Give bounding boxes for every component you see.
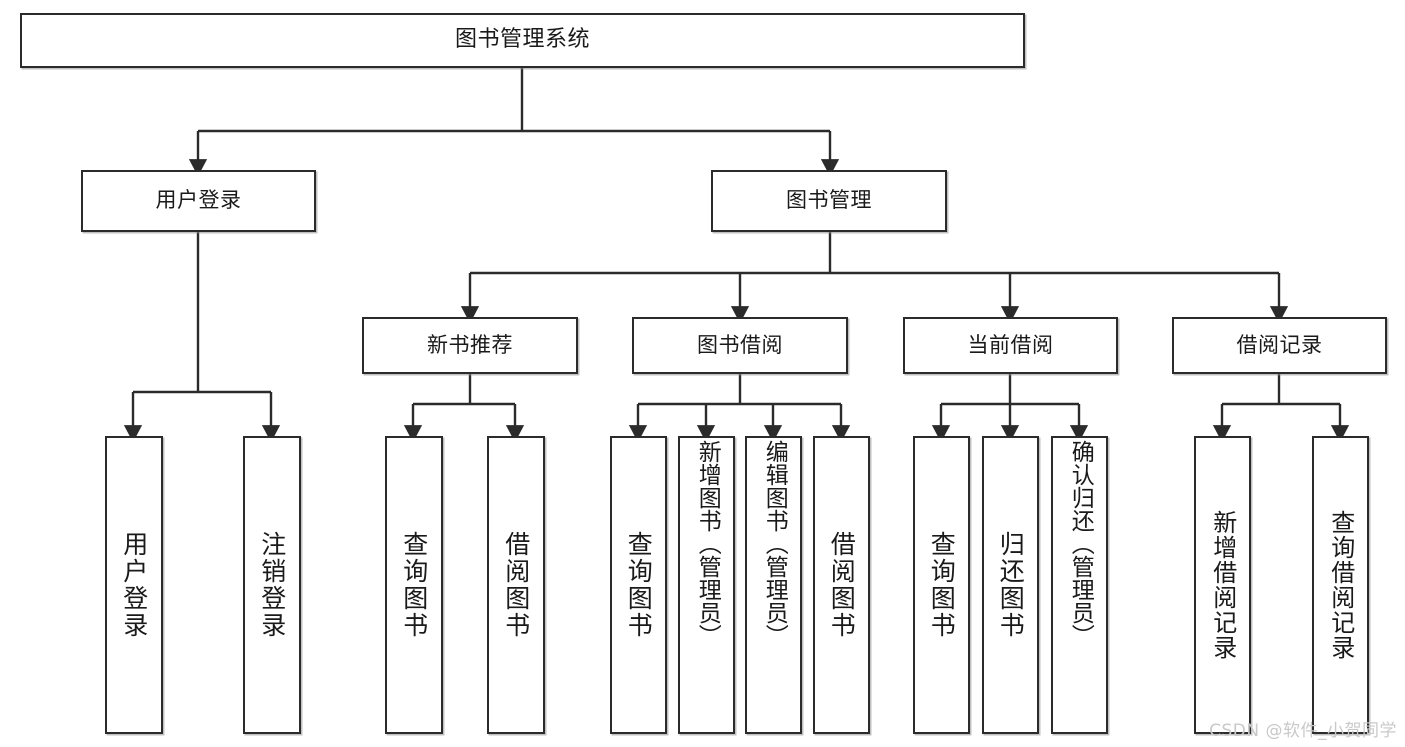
node-new-book-recommend[interactable]: 新书推荐: [362, 317, 578, 374]
leaf-add-book-admin[interactable]: 新增图书（管理员）: [678, 436, 735, 734]
node-label: 借阅图书: [827, 531, 857, 639]
node-label: 新书推荐: [427, 332, 513, 357]
leaf-query-book-current[interactable]: 查询图书: [913, 436, 970, 734]
node-label: 查询图书: [399, 531, 429, 639]
node-label: 新增图书（管理员）: [694, 440, 721, 647]
node-user-login[interactable]: 用户登录: [81, 170, 316, 232]
leaf-query-book-recommend[interactable]: 查询图书: [385, 436, 443, 734]
node-label: 图书管理: [786, 188, 872, 213]
node-label: 借阅图书: [501, 531, 531, 639]
node-label: 图书借阅: [697, 332, 783, 357]
leaf-query-borrow-record[interactable]: 查询借阅记录: [1312, 436, 1369, 734]
leaf-add-borrow-record[interactable]: 新增借阅记录: [1194, 436, 1251, 734]
leaf-borrow-book[interactable]: 借阅图书: [813, 436, 870, 734]
leaf-return-book[interactable]: 归还图书: [982, 436, 1039, 734]
leaf-logout-login[interactable]: 注销登录: [243, 436, 301, 734]
node-label: 查询借阅记录: [1326, 510, 1355, 660]
node-label: 当前借阅: [967, 332, 1054, 357]
node-label: 用户登录: [119, 531, 149, 639]
node-label: 新增借阅记录: [1208, 510, 1237, 660]
node-label: 归还图书: [996, 531, 1026, 639]
node-current-borrow[interactable]: 当前借阅: [903, 317, 1118, 374]
leaf-confirm-return-admin[interactable]: 确认归还（管理员）: [1051, 436, 1108, 734]
node-label: 确认归还（管理员）: [1067, 440, 1094, 647]
node-label: 查询图书: [624, 531, 654, 639]
node-label: 用户登录: [155, 188, 242, 213]
node-book-management[interactable]: 图书管理: [711, 170, 947, 232]
leaf-user-login[interactable]: 用户登录: [105, 436, 163, 734]
node-borrow-record[interactable]: 借阅记录: [1172, 317, 1387, 374]
node-label: 编辑图书（管理员）: [761, 440, 788, 647]
node-label: 查询图书: [927, 531, 957, 639]
node-label: 图书管理系统: [454, 27, 590, 53]
node-label: 注销登录: [257, 531, 287, 639]
leaf-query-book-borrow[interactable]: 查询图书: [610, 436, 667, 734]
leaf-borrow-book-recommend[interactable]: 借阅图书: [487, 436, 545, 734]
node-book-borrow[interactable]: 图书借阅: [632, 317, 848, 374]
leaf-edit-book-admin[interactable]: 编辑图书（管理员）: [745, 436, 802, 734]
node-label: 借阅记录: [1236, 332, 1323, 357]
node-root-system[interactable]: 图书管理系统: [20, 13, 1025, 68]
